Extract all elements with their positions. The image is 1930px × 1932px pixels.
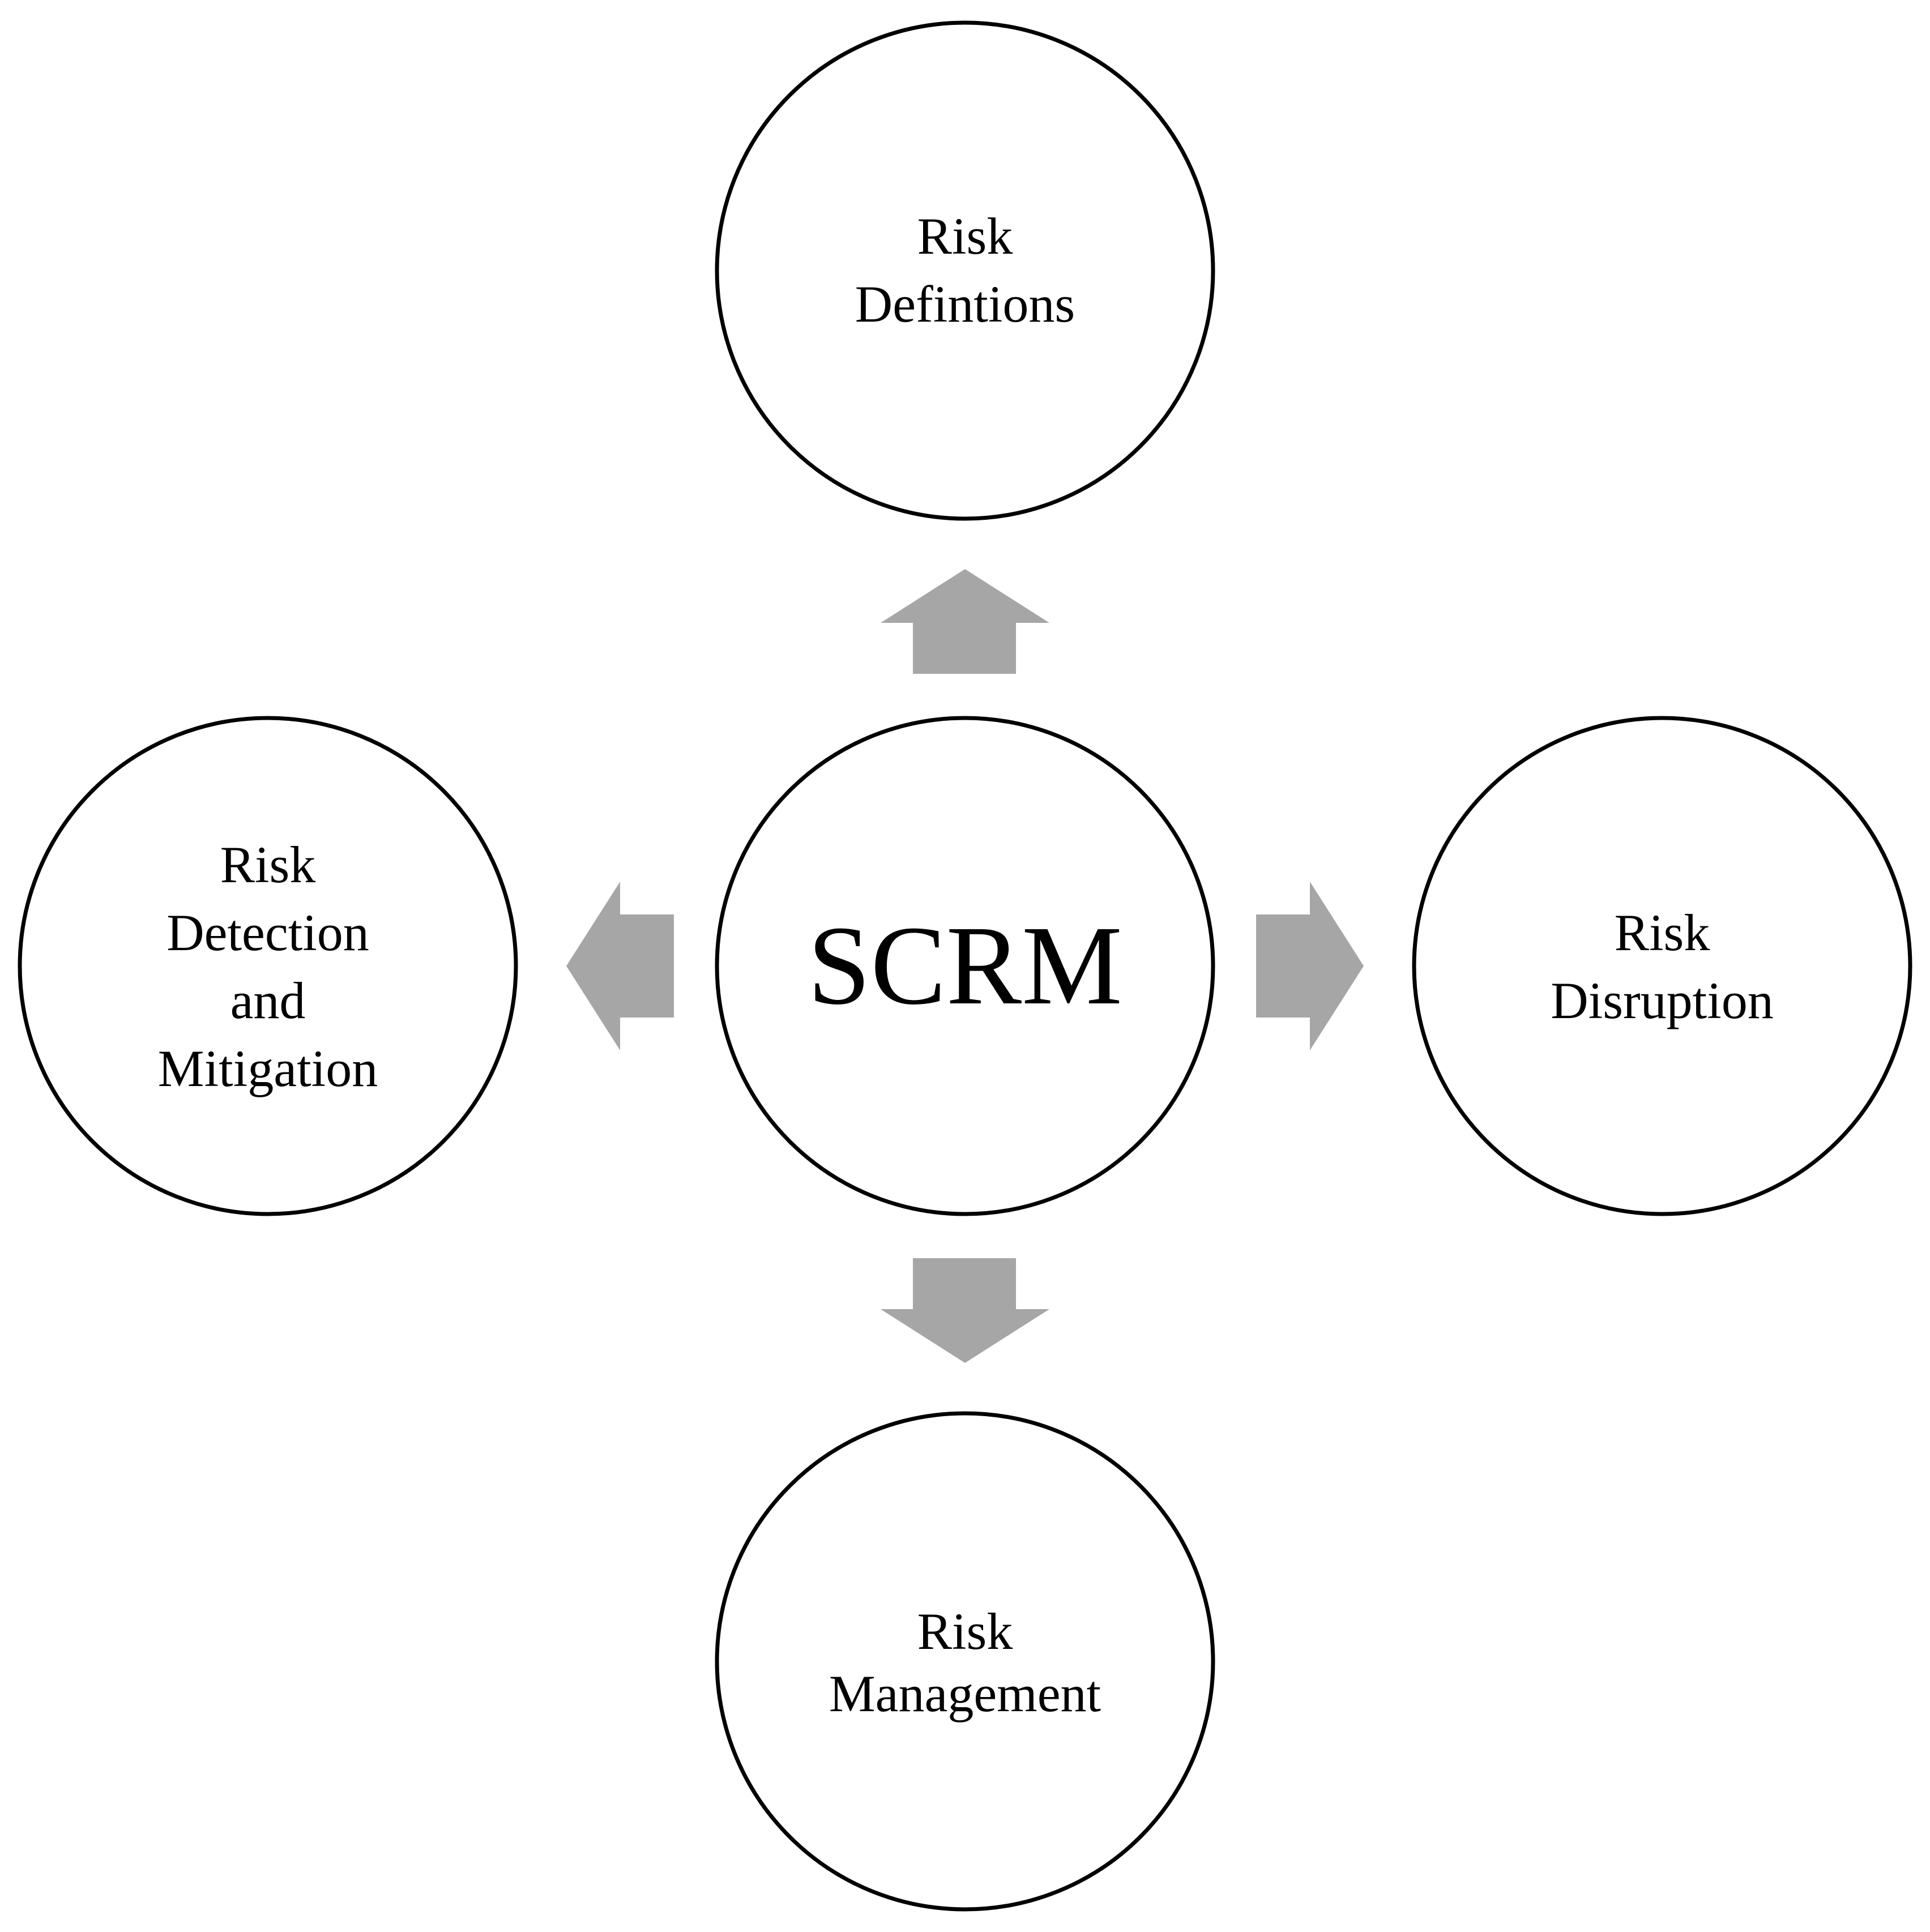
node-label-line: Risk xyxy=(220,836,316,894)
node-circle xyxy=(18,716,518,1216)
center-circle xyxy=(715,716,1215,1216)
node-scrm: SCRM xyxy=(715,716,1215,1216)
node-risk-management: Risk Management xyxy=(715,1411,1215,1912)
node-risk-detection-and-mitigation: Risk Detection and Mitigation xyxy=(18,716,518,1216)
node-label-line: Risk xyxy=(1615,904,1710,961)
node-label-line: Risk xyxy=(917,1602,1013,1660)
node-label-line: Risk xyxy=(917,207,1013,265)
node-label-line: Mitigation xyxy=(158,1040,378,1097)
node-label-line: Management xyxy=(829,1665,1101,1722)
arrow-down-icon xyxy=(881,1258,1049,1363)
node-circle xyxy=(1412,716,1912,1216)
arrow-right-icon xyxy=(1256,882,1364,1050)
node-risk-disruption: Risk Disruption xyxy=(1412,716,1912,1216)
node-label-line: Disruption xyxy=(1551,972,1774,1029)
node-circle xyxy=(715,20,1215,521)
node-circle xyxy=(715,1411,1215,1912)
node-risk-definitions: Risk Defintions xyxy=(715,20,1215,521)
node-label-line: and xyxy=(230,972,306,1029)
arrow-up-icon xyxy=(881,569,1049,674)
node-label-line: Defintions xyxy=(855,275,1075,333)
node-label-line: Detection xyxy=(166,904,369,961)
arrow-left-icon xyxy=(566,882,674,1050)
center-label: SCRM xyxy=(808,903,1122,1028)
